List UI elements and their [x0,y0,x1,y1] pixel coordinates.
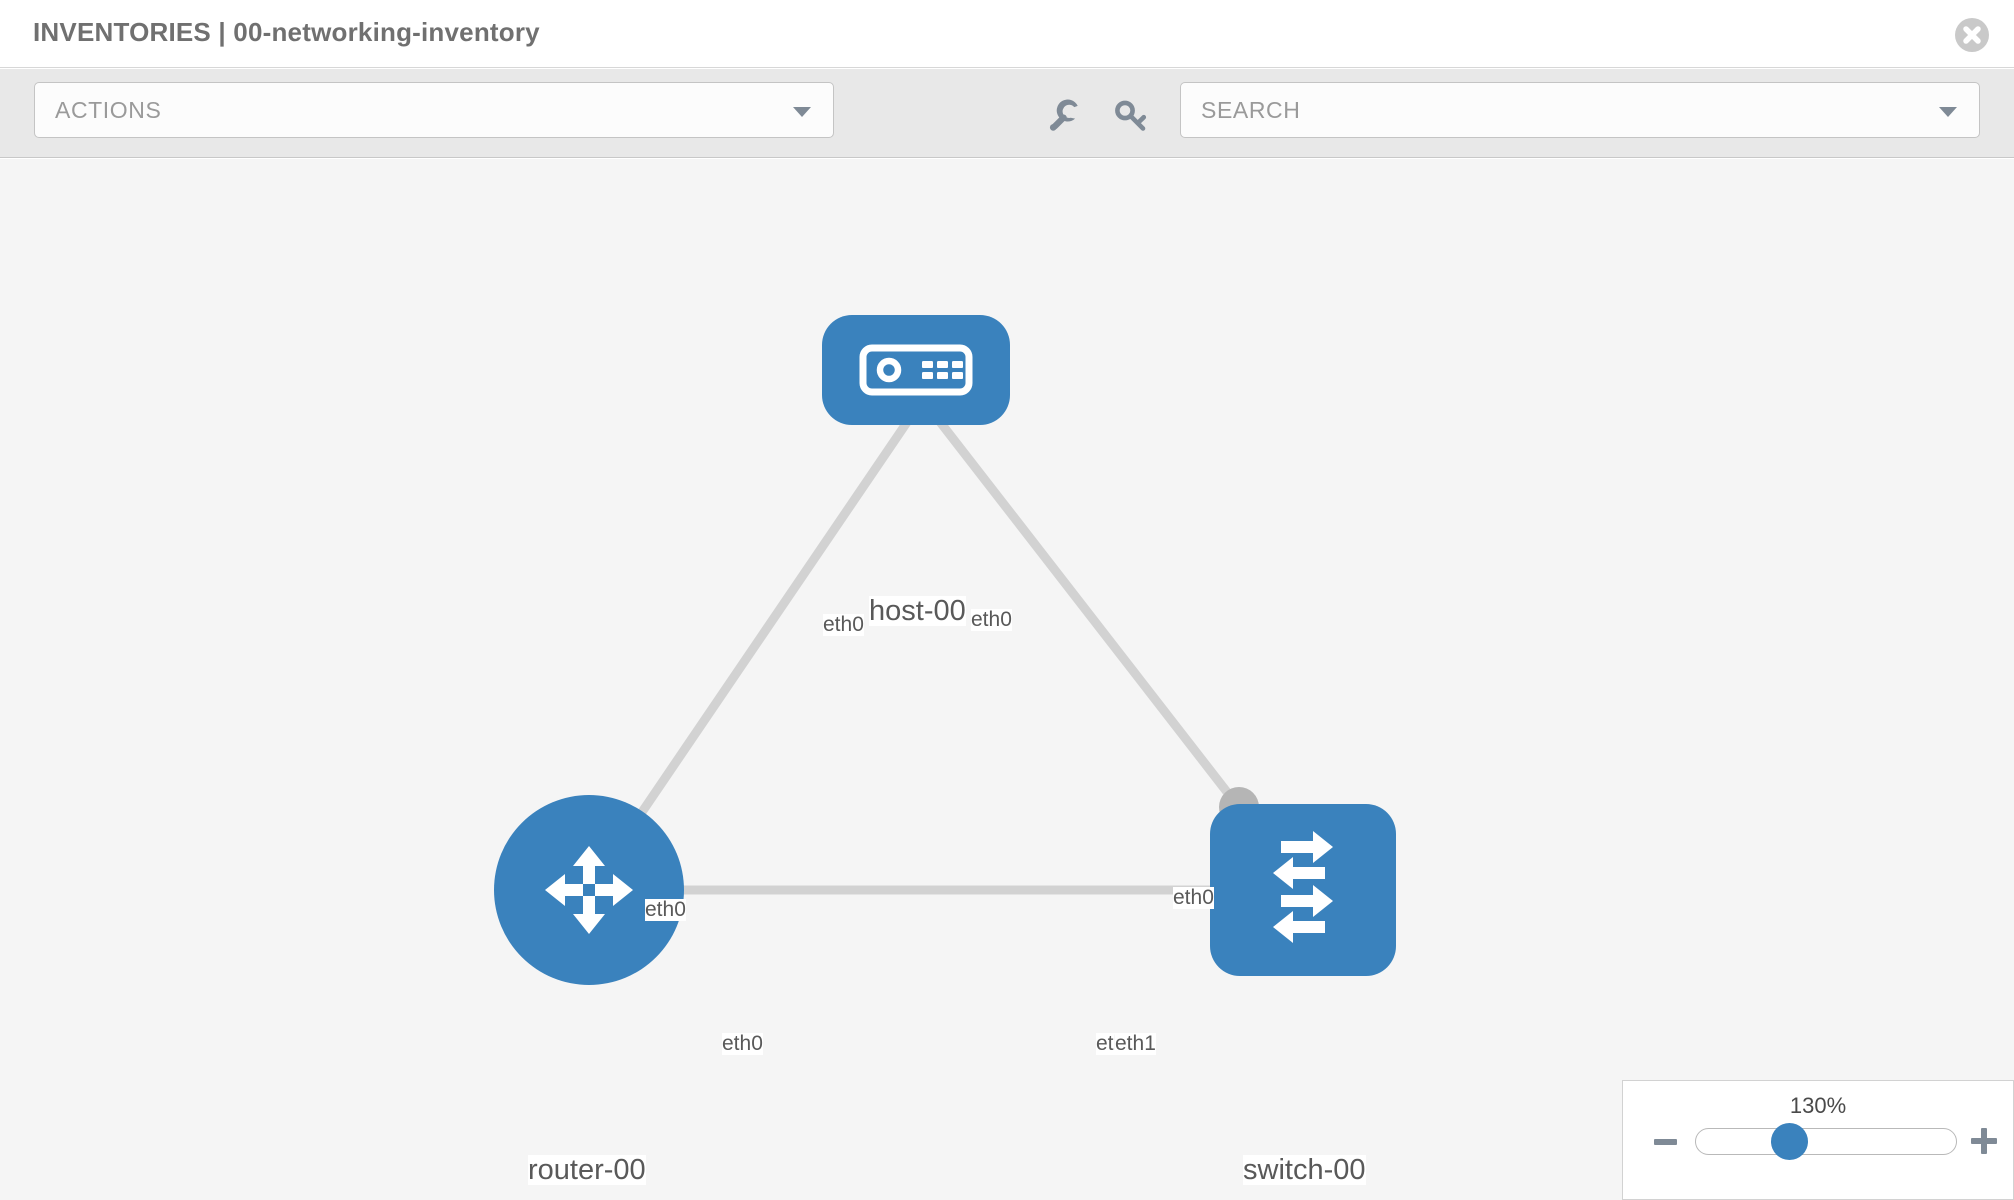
plus-icon[interactable] [1971,1128,1997,1154]
chevron-down-icon [793,107,811,117]
zoom-control-panel: 130% [1622,1080,2014,1200]
actions-dropdown-label: ACTIONS [55,97,162,123]
search-placeholder: SEARCH [1201,97,1301,123]
link-host-router [584,404,921,895]
iface-label: eth0 [722,1032,763,1056]
iface-label: eth0 [1173,886,1214,910]
topology-graph [494,315,1396,985]
topology-canvas[interactable]: eth0 eth0 host-00 eth0 eth0 eth0 eth eth… [0,159,2014,1200]
link-edges [584,404,1308,895]
zoom-level-value: 130% [1789,1093,1847,1118]
node-router-00 [494,795,684,985]
page-title: INVENTORIES | 00-networking-inventory [33,17,540,47]
node-switch-00 [1210,804,1396,976]
window-titlebar: INVENTORIES | 00-networking-inventory [0,0,2014,68]
wrench-icon[interactable] [1043,95,1085,137]
node-label-switch: switch-00 [1243,1154,1366,1186]
chevron-down-icon[interactable] [1939,107,1957,117]
minus-icon[interactable] [1654,1139,1677,1145]
iface-label: eth0 [823,613,864,637]
iface-label: eth1 [1115,1032,1156,1056]
node-label-host: host-00 [869,595,966,627]
node-host-00 [822,315,1010,425]
link-connectors [631,393,1259,907]
zoom-slider-track[interactable] [1695,1128,1957,1155]
iface-label: eth0 [645,898,686,922]
close-icon[interactable] [1955,18,1989,52]
actions-dropdown[interactable]: ACTIONS [34,82,834,138]
iface-label: eth0 [971,608,1012,632]
node-label-router: router-00 [528,1154,646,1186]
key-icon[interactable] [1110,95,1152,137]
zoom-slider-thumb[interactable] [1771,1123,1808,1160]
search-input[interactable]: SEARCH [1180,82,1980,138]
